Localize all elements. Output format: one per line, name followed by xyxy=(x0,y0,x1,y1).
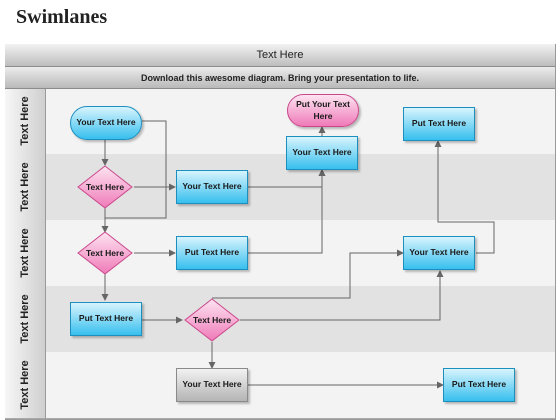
subheader-text: Download this awesome diagram. Bring you… xyxy=(140,72,420,83)
lane-header-5: Text Here xyxy=(5,352,46,419)
connector xyxy=(212,249,404,299)
header-bar: Text Here xyxy=(5,44,555,67)
header-title: Text Here xyxy=(256,49,304,61)
process-box: Put Text Here xyxy=(403,107,475,141)
decision-diamond: Text Here xyxy=(77,165,133,209)
process-box: Put Text Here xyxy=(70,302,142,336)
slide-title: Swimlanes xyxy=(16,6,108,28)
lane-header-2: Text Here xyxy=(5,154,46,221)
subheader-bar: Download this awesome diagram. Bring you… xyxy=(5,67,555,89)
process-box-gray: Your Text Here xyxy=(176,368,248,402)
connector xyxy=(248,169,326,254)
connector xyxy=(248,169,326,188)
end-pill: Put Your Text Here xyxy=(287,94,359,127)
connector xyxy=(434,140,495,254)
decision-diamond: Text Here xyxy=(184,298,240,342)
process-box: Your Text Here xyxy=(403,236,475,270)
connector xyxy=(105,120,167,219)
process-box: Your Text Here xyxy=(286,136,358,170)
start-pill: Your Text Here xyxy=(70,106,142,140)
lane-header-4: Text Here xyxy=(5,286,46,353)
process-box: Your Text Here xyxy=(176,170,248,204)
process-box: Put Text Here xyxy=(443,368,515,402)
connector xyxy=(240,270,444,321)
process-box: Put Text Here xyxy=(176,236,248,270)
decision-diamond: Text Here xyxy=(77,231,133,275)
